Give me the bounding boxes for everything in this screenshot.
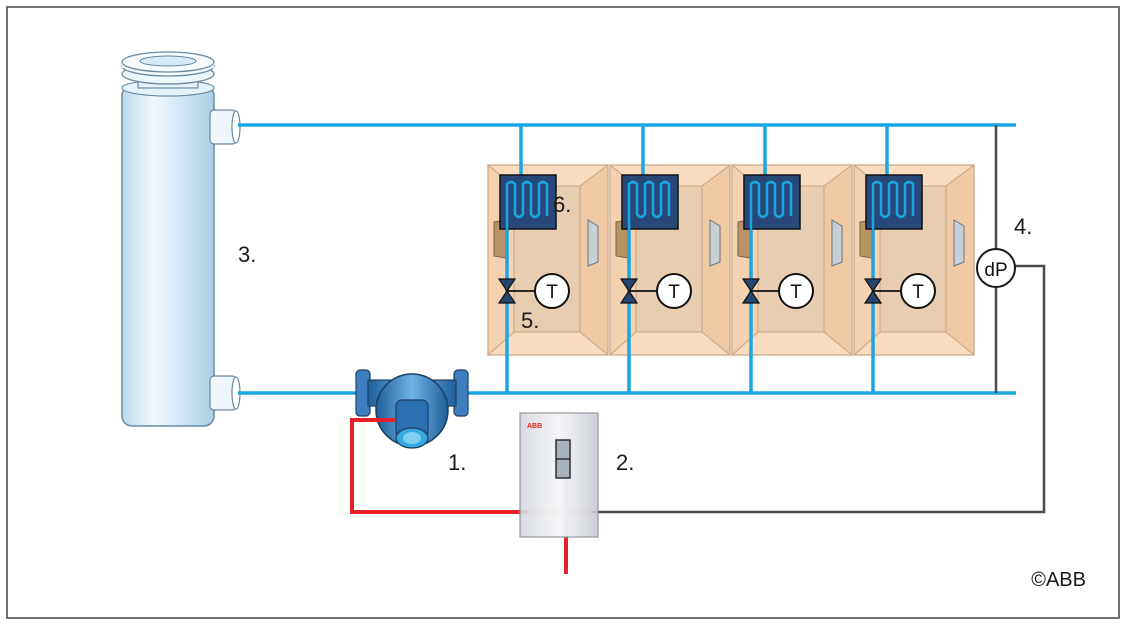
dp-symbol: dP	[984, 260, 1007, 281]
variable-speed-drive: ABB	[519, 412, 599, 538]
power-cable	[350, 418, 568, 574]
fan-coil-unit-4: T	[853, 125, 975, 393]
fan-coil-unit-3: T	[731, 125, 853, 393]
label-coil: 6.	[553, 192, 571, 217]
louver-icon	[831, 219, 843, 267]
temperature-sensor	[900, 273, 936, 309]
valve-icon	[863, 278, 883, 293]
louver-icon	[953, 219, 965, 267]
label-pump: 1.	[448, 450, 466, 475]
louver-icon	[587, 219, 599, 267]
fan-coil-unit-1: T	[487, 125, 609, 393]
pump	[355, 369, 469, 449]
label-drive: 2.	[616, 450, 634, 475]
temperature-symbol: T	[790, 282, 802, 303]
valve-icon	[497, 278, 517, 293]
chiller	[121, 51, 241, 427]
drive-brand-label: ABB	[527, 423, 542, 430]
label-chiller: 3.	[238, 242, 256, 267]
temperature-sensor	[534, 273, 570, 309]
temperature-sensor	[778, 273, 814, 309]
temperature-sensor	[656, 273, 692, 309]
fan-coil-unit-2: T	[609, 125, 731, 393]
temperature-symbol: T	[668, 282, 680, 303]
copyright: ©ABB	[1031, 569, 1086, 591]
temperature-symbol: T	[912, 282, 924, 303]
temperature-symbol: T	[546, 282, 558, 303]
dp-bypass-cable	[592, 125, 1046, 514]
label-valve: 5.	[521, 308, 539, 333]
valve-icon	[741, 278, 761, 293]
dp-sensor: dP	[976, 248, 1016, 288]
louver-icon	[709, 219, 721, 267]
valve-icon	[619, 278, 639, 293]
label-dp-sensor: 4.	[1014, 214, 1032, 239]
